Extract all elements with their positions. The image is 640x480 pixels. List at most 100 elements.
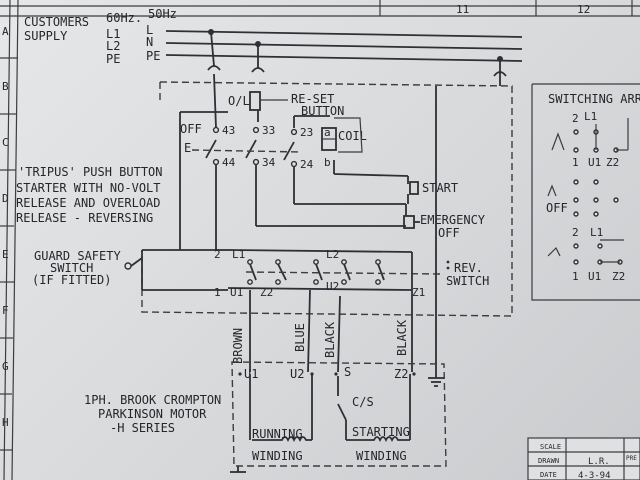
rev-terminal-1: 1 bbox=[214, 286, 221, 299]
emergency-off-button: EMERGENCY OFF bbox=[403, 204, 486, 240]
supply-60hz: 60Hz. bbox=[106, 11, 142, 25]
title-scale-label: SCALE bbox=[540, 443, 561, 451]
customers-supply-block: CUSTOMERS SUPPLY 60Hz. 50Hz L1 L L2 N PE… bbox=[24, 7, 523, 72]
description-line4: RELEASE - REVERSING bbox=[16, 211, 153, 225]
sw-top-l1: L1 bbox=[584, 110, 597, 123]
starter-description: 'TRIPUS' PUSH BUTTON STARTER WITH NO-VOL… bbox=[16, 165, 163, 225]
reset-label-line1: RE-SET bbox=[291, 92, 334, 106]
start-pushbutton: START bbox=[407, 176, 458, 204]
description-line3: RELEASE AND OVERLOAD bbox=[16, 196, 161, 210]
rev-terminal-u2: U2 bbox=[326, 280, 339, 293]
running-label-line1: RUNNING bbox=[252, 427, 303, 441]
rev-terminal-l1: L1 bbox=[232, 248, 245, 261]
motor-label-line3: -H SERIES bbox=[110, 421, 175, 435]
guard-label-line2: SWITCH bbox=[50, 261, 93, 275]
switch-handle-top bbox=[551, 132, 565, 151]
supply-l: L bbox=[146, 23, 153, 37]
terminal-33: 33 bbox=[262, 124, 275, 137]
description-line2: STARTER WITH NO-VOLT bbox=[16, 181, 161, 195]
sw-bottom-1: 1 bbox=[572, 270, 579, 283]
supply-l2: L2 bbox=[106, 39, 120, 53]
title-date-label: DATE bbox=[540, 471, 557, 479]
guard-label-line1: GUARD SAFETY bbox=[34, 249, 121, 263]
start-label: START bbox=[422, 181, 458, 195]
col-number-11: 11 bbox=[456, 3, 469, 16]
supply-title-line2: SUPPLY bbox=[24, 29, 68, 43]
row-letter-f: F bbox=[2, 304, 9, 317]
wire-label-blue: BLUE bbox=[293, 323, 307, 352]
fuse-symbols bbox=[207, 65, 507, 77]
guard-label-line3: (IF FITTED) bbox=[32, 273, 111, 287]
title-block: SCALE DRAWN DATE L.R. 4-3-94 PRE bbox=[527, 437, 640, 480]
starting-label-line1: STARTING bbox=[352, 425, 410, 439]
coil-block: COIL a b bbox=[321, 117, 409, 177]
off-label: OFF bbox=[180, 122, 202, 136]
supply-pe-b: PE bbox=[146, 49, 160, 63]
switch-handle-bottom bbox=[547, 246, 561, 257]
rev-terminal-2: 2 bbox=[214, 248, 221, 261]
terminal-34: 34 bbox=[262, 156, 276, 169]
fuse-l2 bbox=[251, 67, 265, 73]
row-letter-c: C bbox=[2, 136, 9, 149]
sw-bottom-l1: L1 bbox=[590, 226, 603, 239]
rev-terminal-z1: Z1 bbox=[412, 286, 425, 299]
supply-title-line1: CUSTOMERS bbox=[24, 15, 89, 29]
title-ref: PRE bbox=[626, 455, 637, 462]
sw-bottom-2: 2 bbox=[572, 226, 579, 239]
row-letter-g: G bbox=[2, 360, 9, 373]
sw-bottom-z2: Z2 bbox=[612, 270, 625, 283]
wire-label-black-2: BLACK bbox=[395, 319, 409, 356]
motor-label-line2: PARKINSON MOTOR bbox=[98, 407, 207, 421]
wire-label-brown: BROWN bbox=[231, 328, 245, 364]
sw-top-1: 1 bbox=[572, 156, 579, 169]
supply-line-pe bbox=[165, 54, 523, 62]
wire-label-black-1: BLACK bbox=[323, 321, 337, 358]
reset-label-line2: BUTTON bbox=[301, 104, 344, 118]
switching-arrangement: SWITCHING ARR 2 L1 1 U1 Z2 OFF 2 L1 1 U1… bbox=[531, 83, 640, 301]
motor-terminal-u2: U2 bbox=[290, 367, 304, 381]
supply-n: N bbox=[146, 35, 153, 49]
starting-label-line2: WINDING bbox=[356, 449, 407, 463]
motor-leads: BROWN BLUE BLACK BLACK bbox=[231, 72, 501, 373]
starting-winding bbox=[346, 436, 410, 443]
reversing-switch: 2 L1 L2 1 U1 Z2 U2 Z1 REV. SWITCH bbox=[214, 248, 489, 299]
motor-block: 1PH. BROOK CROMPTON PARKINSON MOTOR -H S… bbox=[84, 361, 447, 473]
coil-terminal-a: a bbox=[324, 126, 331, 139]
coil-label: COIL bbox=[338, 129, 367, 143]
supply-l1: L1 bbox=[106, 27, 120, 41]
motor-terminal-s: S bbox=[344, 365, 351, 379]
row-letter-h: H bbox=[2, 416, 9, 429]
sw-top-z2: Z2 bbox=[606, 156, 619, 169]
motor-enclosure bbox=[231, 361, 447, 467]
centrifugal-switch-label: C/S bbox=[352, 395, 374, 409]
row-letter-a: A bbox=[2, 25, 9, 38]
fuse-l1 bbox=[207, 65, 221, 71]
overload-relay bbox=[249, 91, 261, 111]
sw-off-label: OFF bbox=[546, 201, 568, 215]
title-date-value: 4-3-94 bbox=[578, 471, 611, 480]
rev-terminal-u1: U1 bbox=[230, 286, 243, 299]
row-letter-d: D bbox=[2, 192, 9, 205]
motor-terminal-u1: U1 bbox=[244, 367, 258, 381]
motor-terminal-z2: Z2 bbox=[394, 367, 408, 381]
starter-enclosure bbox=[141, 81, 513, 317]
terminal-24: 24 bbox=[300, 158, 314, 171]
rev-switch-label-line1: REV. bbox=[454, 261, 483, 275]
guard-safety-switch: GUARD SAFETY SWITCH (IF FITTED) bbox=[32, 249, 228, 291]
sw-bottom-u1: U1 bbox=[588, 270, 601, 283]
overload-reset: O/L RE-SET BUTTON bbox=[228, 91, 344, 122]
overload-label: O/L bbox=[228, 94, 250, 108]
rev-terminal-l2: L2 bbox=[326, 248, 339, 261]
earth-e-label: E bbox=[184, 141, 191, 155]
supply-line-l1 bbox=[165, 30, 523, 38]
terminal-44: 44 bbox=[222, 156, 236, 169]
motor-label-line1: 1PH. BROOK CROMPTON bbox=[84, 393, 221, 407]
supply-line-l2 bbox=[165, 42, 523, 50]
supply-pe-a: PE bbox=[106, 52, 120, 66]
terminal-43: 43 bbox=[222, 124, 235, 137]
coil-terminal-b: b bbox=[324, 156, 331, 169]
contactor-contacts: OFF 43 33 23 44 34 24 E bbox=[179, 73, 406, 250]
